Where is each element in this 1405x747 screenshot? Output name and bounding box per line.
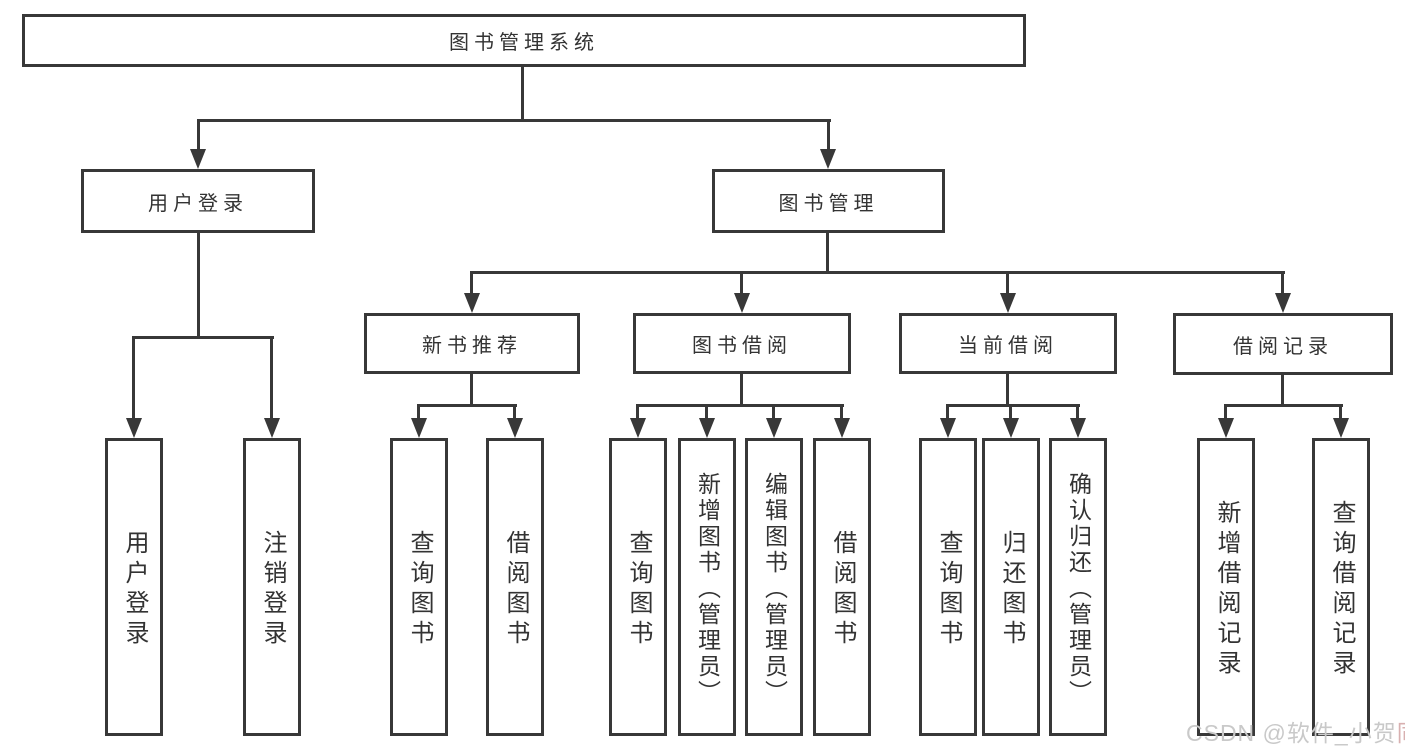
node-query-books-newrec: 查询图书 <box>390 438 448 736</box>
node-confirm-return-admin: 确认归还（管理员） <box>1049 438 1107 736</box>
connector-line <box>270 336 273 420</box>
arrow-down-icon <box>630 418 646 438</box>
node-query-borrow-record: 查询借阅记录 <box>1312 438 1370 736</box>
connector-line <box>197 232 200 337</box>
node-add-books-admin: 新增图书（管理员） <box>678 438 736 736</box>
connector-line <box>132 336 135 420</box>
node-borrow-books-newrec: 借阅图书 <box>486 438 544 736</box>
arrow-down-icon <box>190 149 206 169</box>
node-edit-books-admin: 编辑图书（管理员） <box>745 438 803 736</box>
node-query-borrow-record-label: 查询借阅记录 <box>1328 500 1355 680</box>
node-new-book-rec-label: 新书推荐 <box>422 335 522 357</box>
node-current-borrow: 当前借阅 <box>899 313 1117 374</box>
connector-line <box>417 404 420 420</box>
arrow-down-icon <box>1003 418 1019 438</box>
connector-line <box>827 119 830 151</box>
node-book-mgmt-label: 图书管理 <box>778 192 879 215</box>
arrow-down-icon <box>264 418 280 438</box>
arrow-down-icon <box>1275 293 1291 313</box>
connector-line <box>1281 373 1284 406</box>
arrow-down-icon <box>734 293 750 313</box>
node-logout-leaf-label: 注销登录 <box>259 530 286 650</box>
node-borrow-books-leaf: 借阅图书 <box>813 438 871 736</box>
connector-line <box>826 232 829 273</box>
connector-line <box>840 404 843 420</box>
connector-line <box>946 404 949 420</box>
node-user-login-label: 用户登录 <box>148 192 248 215</box>
arrow-down-icon <box>464 293 480 313</box>
connector-line <box>470 271 1285 274</box>
node-query-books-current: 查询图书 <box>919 438 977 736</box>
node-query-books-borrow: 查询图书 <box>609 438 667 736</box>
node-return-books-label: 归还图书 <box>998 530 1025 650</box>
connector-line <box>417 404 517 407</box>
node-user-login: 用户登录 <box>81 169 315 233</box>
node-root: 图书管理系统 <box>22 14 1026 67</box>
connector-line <box>1006 271 1009 295</box>
node-add-books-admin-label: 新增图书（管理员） <box>694 471 721 706</box>
arrow-down-icon <box>1070 418 1086 438</box>
node-edit-books-admin-label: 编辑图书（管理员） <box>761 471 788 706</box>
arrow-down-icon <box>820 149 836 169</box>
arrow-down-icon <box>411 418 427 438</box>
csdn-watermark-suffix: 同学 <box>1397 720 1405 746</box>
connector-line <box>1281 271 1284 295</box>
node-user-login-leaf: 用户登录 <box>105 438 163 736</box>
node-book-borrow-label: 图书借阅 <box>692 335 792 357</box>
node-current-borrow-label: 当前借阅 <box>958 335 1058 357</box>
node-query-books-newrec-label: 查询图书 <box>406 530 433 650</box>
node-root-label: 图书管理系统 <box>449 32 599 54</box>
node-add-borrow-record-label: 新增借阅记录 <box>1213 500 1240 680</box>
node-borrow-books-newrec-label: 借阅图书 <box>502 530 529 650</box>
node-new-book-rec: 新书推荐 <box>364 313 580 374</box>
connector-line <box>470 271 473 295</box>
arrow-down-icon <box>940 418 956 438</box>
connector-line <box>197 119 831 122</box>
arrow-down-icon <box>1333 418 1349 438</box>
node-user-login-leaf-label: 用户登录 <box>121 530 148 650</box>
connector-line <box>636 404 844 407</box>
arrow-down-icon <box>834 418 850 438</box>
node-logout-leaf: 注销登录 <box>243 438 301 736</box>
node-book-borrow: 图书借阅 <box>633 313 851 374</box>
arrow-down-icon <box>126 418 142 438</box>
node-query-books-borrow-label: 查询图书 <box>625 530 652 650</box>
connector-line <box>1076 404 1079 420</box>
connector-line <box>132 336 274 339</box>
node-borrow-books-leaf-label: 借阅图书 <box>829 530 856 650</box>
connector-line <box>740 373 743 406</box>
connector-line <box>946 404 1080 407</box>
node-borrow-record: 借阅记录 <box>1173 313 1393 375</box>
connector-line <box>513 404 516 420</box>
arrow-down-icon <box>1000 293 1016 313</box>
connector-line <box>636 404 639 420</box>
node-book-mgmt: 图书管理 <box>712 169 945 233</box>
connector-line <box>470 373 473 406</box>
node-query-books-current-label: 查询图书 <box>935 530 962 650</box>
node-borrow-record-label: 借阅记录 <box>1233 335 1333 358</box>
node-confirm-return-admin-label: 确认归还（管理员） <box>1065 471 1092 706</box>
connector-line <box>772 404 775 420</box>
connector-line <box>1006 373 1009 406</box>
connector-line <box>521 66 524 120</box>
csdn-watermark-prefix: CSDN @软件_小贺 <box>1186 720 1397 746</box>
arrow-down-icon <box>766 418 782 438</box>
connector-line <box>740 271 743 295</box>
connector-line <box>197 119 200 151</box>
arrow-down-icon <box>507 418 523 438</box>
connector-line <box>1224 404 1343 407</box>
connector-line <box>1009 404 1012 420</box>
node-return-books: 归还图书 <box>982 438 1040 736</box>
node-add-borrow-record: 新增借阅记录 <box>1197 438 1255 736</box>
arrow-down-icon <box>699 418 715 438</box>
connector-line <box>705 404 708 420</box>
connector-line <box>1339 404 1342 420</box>
connector-line <box>1224 404 1227 420</box>
arrow-down-icon <box>1218 418 1234 438</box>
csdn-watermark: CSDN @软件_小贺同学 <box>1186 714 1405 747</box>
